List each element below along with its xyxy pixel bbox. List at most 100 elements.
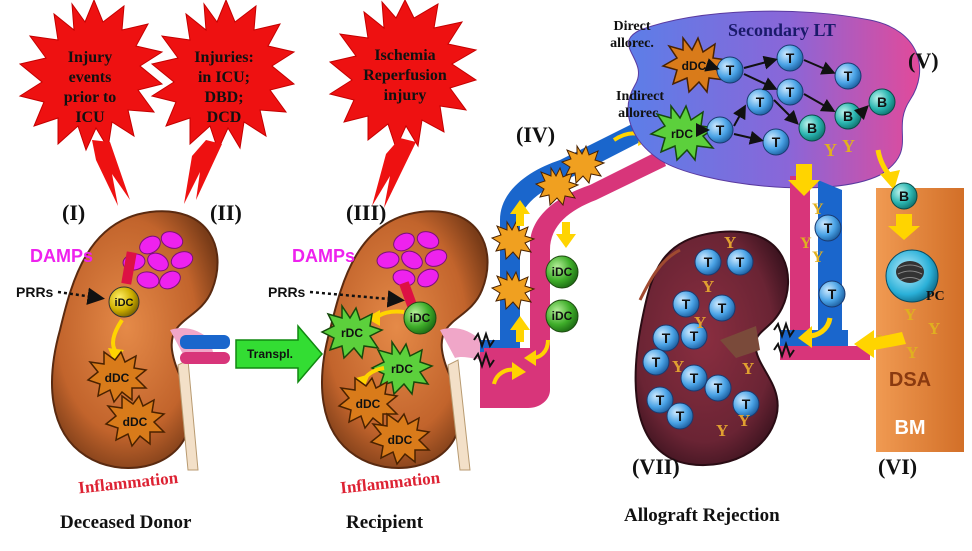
- svg-text:Y: Y: [702, 277, 714, 296]
- svg-text:T: T: [662, 330, 671, 346]
- svg-text:T: T: [756, 94, 765, 110]
- label-vi: (VI): [878, 454, 917, 479]
- svg-text:T: T: [676, 408, 685, 424]
- svg-text:iDC: iDC: [552, 265, 573, 279]
- svg-text:Y: Y: [742, 359, 754, 378]
- svg-text:T: T: [786, 84, 795, 100]
- lt-ddc: dDC: [661, 35, 730, 94]
- kidney-antibodies: Y Y Y Y Y Y Y: [672, 233, 754, 440]
- donor-ddc-1: dDC: [86, 350, 148, 404]
- burst-2: [150, 0, 296, 152]
- lt-cell-labels: T T T T T T T B B B: [716, 50, 887, 150]
- vessel-idc-1: [545, 255, 579, 289]
- lt-antibodies: Y Y: [824, 136, 855, 160]
- vessel-t-cells: [814, 214, 846, 308]
- svg-text:rDC: rDC: [391, 362, 413, 376]
- donor-prrs-label: PRRs: [16, 284, 54, 300]
- svg-text:rDC: rDC: [671, 127, 693, 141]
- recipient-damps: [376, 231, 448, 288]
- svg-text:Y: Y: [672, 357, 684, 376]
- svg-text:B: B: [877, 94, 887, 110]
- anastomosis-4: [773, 340, 795, 360]
- svg-text:T: T: [690, 370, 699, 386]
- recipient-ddc-2: dDC: [369, 412, 431, 466]
- svg-text:B: B: [899, 188, 909, 204]
- anastomosis-3: [773, 320, 795, 340]
- recipient-ddc-1: dDC: [337, 376, 399, 430]
- kidney-t-cells: [642, 248, 760, 430]
- burst-2-tail: [184, 140, 222, 204]
- burst-1: [18, 0, 164, 152]
- svg-text:dDC: dDC: [682, 59, 707, 73]
- svg-text:T: T: [716, 122, 725, 138]
- svg-text:Y: Y: [812, 201, 824, 218]
- lt-cells: [706, 44, 896, 156]
- svg-text:T: T: [786, 50, 795, 66]
- donor-ddc-2: dDC: [104, 394, 166, 448]
- svg-text:Y: Y: [842, 136, 855, 156]
- label-iv: (IV): [516, 122, 555, 147]
- svg-text:T: T: [714, 380, 723, 396]
- lt-arrows: [696, 55, 869, 145]
- kidney-t-labels: T T T T T T T T T T T T: [652, 254, 751, 424]
- burst-1-tail: [92, 140, 130, 206]
- recipient-rdc-1: rDC: [320, 303, 384, 360]
- recipient-damps-label: DAMPs: [292, 246, 355, 266]
- bm-arrow: [854, 330, 906, 358]
- svg-text:T: T: [736, 254, 745, 270]
- caption-recipient: Recipient: [346, 512, 424, 533]
- recipient-rdc-2: rDC: [370, 339, 434, 396]
- svg-text:T: T: [772, 134, 781, 150]
- bm-label: BM: [894, 417, 925, 439]
- svg-text:T: T: [718, 300, 727, 316]
- svg-text:T: T: [828, 286, 837, 302]
- donor-idc: [108, 286, 140, 318]
- svg-text:B: B: [843, 108, 853, 124]
- svg-text:T: T: [656, 392, 665, 408]
- vessel-ddc-bursts: [490, 144, 606, 311]
- donor-damps-label: DAMPs: [30, 246, 93, 266]
- svg-text:Y: Y: [904, 305, 916, 324]
- transplant-arrow: Transpl.: [235, 323, 323, 385]
- svg-text:iDC: iDC: [410, 311, 431, 325]
- caption-rejection: Allograft Rejection: [624, 505, 780, 526]
- recipient-prrs-label: PRRs: [268, 284, 306, 300]
- recipient-idc: [403, 301, 437, 335]
- svg-text:Transpl.: Transpl.: [247, 347, 293, 361]
- svg-text:Y: Y: [800, 235, 812, 252]
- burst-3-tail: [372, 138, 416, 208]
- svg-text:T: T: [742, 396, 751, 412]
- burst-2-text: Injuries:in ICU;DBD;DCD: [194, 49, 254, 126]
- burst-3: [328, 0, 478, 150]
- bm-b-cell: [890, 182, 918, 210]
- label-iii: (III): [346, 200, 386, 225]
- svg-text:Y: Y: [724, 233, 736, 252]
- svg-text:dDC: dDC: [105, 371, 130, 385]
- label-i: (I): [62, 200, 85, 225]
- svg-text:Y: Y: [738, 411, 750, 430]
- svg-text:T: T: [704, 254, 713, 270]
- rejection-arrows: [788, 149, 900, 348]
- label-vii: (VII): [632, 454, 680, 479]
- vessel-idc-2: [545, 299, 579, 333]
- lt-rdc: rDC: [649, 103, 718, 162]
- svg-text:B: B: [807, 120, 817, 136]
- svg-text:iDC: iDC: [552, 309, 573, 323]
- svg-text:rDC: rDC: [341, 326, 363, 340]
- pc-label: PC: [926, 289, 945, 304]
- svg-text:dDC: dDC: [388, 433, 413, 447]
- svg-text:T: T: [726, 62, 735, 78]
- donor-idc-label: iDC: [115, 297, 134, 309]
- bone-marrow: [876, 188, 964, 452]
- anastomosis-2: [473, 350, 495, 370]
- caption-donor: Deceased Donor: [60, 512, 192, 533]
- dsa-label: DSA: [889, 369, 931, 391]
- svg-text:Y: Y: [824, 140, 837, 160]
- svg-text:T: T: [690, 328, 699, 344]
- anastomosis-1: [473, 330, 495, 350]
- svg-text:T: T: [652, 354, 661, 370]
